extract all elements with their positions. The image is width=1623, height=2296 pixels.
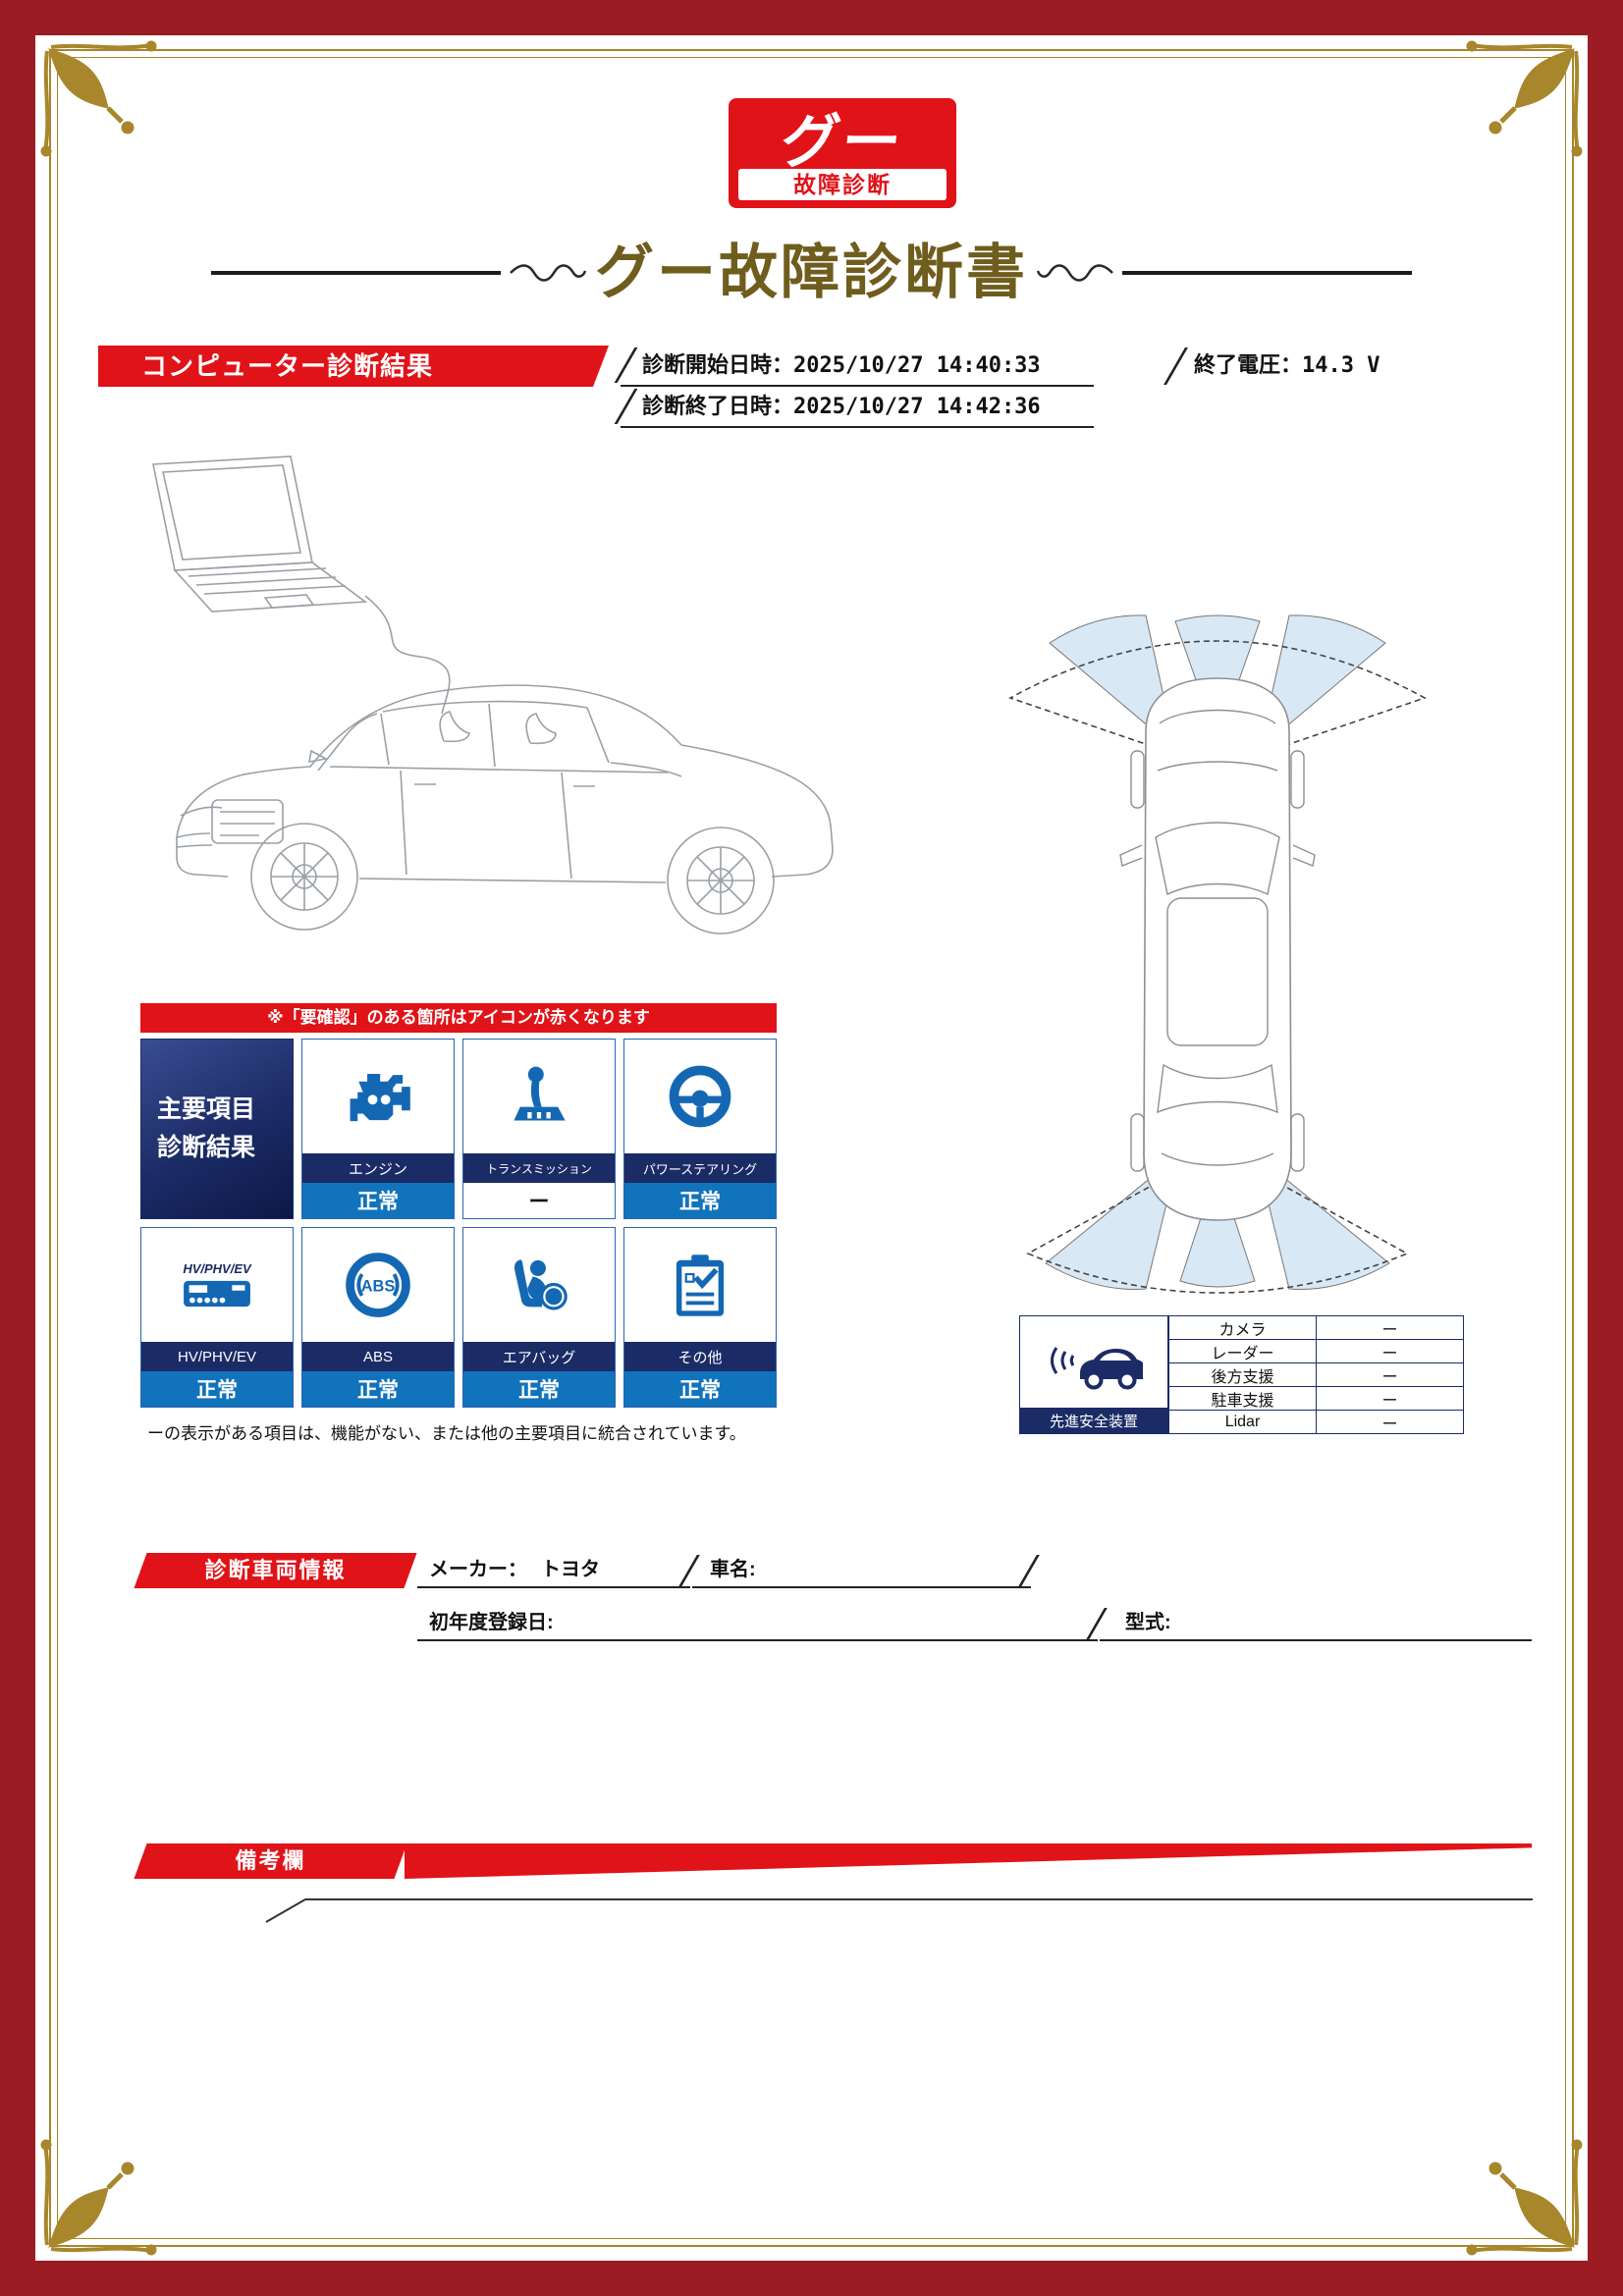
safety-row-name: 後方支援 <box>1169 1363 1317 1387</box>
item-status: 正常 <box>302 1371 454 1407</box>
item-label: パワーステアリング <box>624 1153 776 1183</box>
remarks-banner: 備考欄 <box>134 1843 407 1879</box>
safety-row-name: Lidar <box>1169 1411 1317 1434</box>
safety-row-value: ー <box>1317 1363 1464 1387</box>
transmission-icon <box>514 1066 566 1121</box>
item-status: 正常 <box>302 1183 454 1218</box>
safety-devices-table: カメラ ー レーダー ー 後方支援 ー 駐車支援 ー Lidar ー <box>1168 1315 1464 1434</box>
corner-ornament-icon <box>1466 2139 1583 2256</box>
safety-row-value: ー <box>1317 1316 1464 1340</box>
item-label: トランスミッション <box>463 1153 615 1183</box>
corner-ornament-icon <box>1466 40 1583 157</box>
diagnostic-item-airbag: エアバッグ 正常 <box>462 1227 616 1408</box>
item-status: ー <box>463 1183 615 1218</box>
safety-row-name: レーダー <box>1169 1340 1317 1363</box>
summary-box: 主要項目 診断結果 <box>140 1039 294 1219</box>
vehicle-info-banner-label: 診断車両情報 <box>204 1558 347 1582</box>
sensor-coverage-illustration <box>1008 614 1427 1294</box>
item-status: 正常 <box>141 1371 293 1407</box>
hv-unit-icon <box>184 1280 250 1308</box>
diagnostic-item-power-steering: パワーステアリング 正常 <box>623 1039 777 1219</box>
diagnostic-grid: 主要項目 診断結果 エンジン 正常 <box>140 1039 777 1408</box>
item-label: HV/PHV/EV <box>141 1342 293 1371</box>
item-label: エアバッグ <box>463 1342 615 1371</box>
item-label: その他 <box>624 1342 776 1371</box>
flourish-icon <box>510 264 587 282</box>
diagnosis-start-row: 診断開始日時：2025/10/27 14:40:33 <box>614 346 1094 387</box>
vehicle-info-banner: 診断車両情報 <box>134 1553 417 1588</box>
airbag-icon <box>514 1259 568 1310</box>
end-voltage-label: 終了電圧： <box>1194 352 1303 377</box>
goo-logo-subtitle: 故障診断 <box>738 169 947 200</box>
summary-line2: 診断結果 <box>157 1134 256 1161</box>
maker-field: メーカー： トヨタ <box>417 1553 690 1588</box>
diagnosis-end-value: 2025/10/27 14:42:36 <box>793 395 1041 419</box>
car-name-field: 車名: <box>692 1553 1031 1588</box>
title-rule-left <box>211 271 501 275</box>
registration-label: 初年度登録日: <box>429 1612 554 1633</box>
engine-icon <box>350 1074 410 1122</box>
diagnosis-start-label: 診断開始日時： <box>642 352 794 377</box>
page-title: グー故障診断書 <box>595 240 1028 305</box>
checklist-icon <box>676 1255 725 1316</box>
steering-wheel-icon <box>669 1065 731 1128</box>
diagnosis-end-row: 診断終了日時：2025/10/27 14:42:36 <box>614 387 1094 428</box>
model-field: 型式: <box>1100 1606 1532 1641</box>
safety-row-name: 駐車支援 <box>1169 1387 1317 1411</box>
diagnostic-item-hv: HV/PHV/EV HV/PHV/EV 正常 <box>140 1227 294 1408</box>
diagnosis-end-label: 診断終了日時： <box>642 394 794 418</box>
svg-text:ABS: ABS <box>361 1278 396 1296</box>
diagnostic-car-illustration <box>152 455 834 934</box>
car-name-label: 車名: <box>710 1559 756 1580</box>
safety-row-name: カメラ <box>1169 1316 1317 1340</box>
item-label: ABS <box>302 1342 454 1371</box>
safety-devices-label: 先進安全装置 <box>1020 1408 1167 1433</box>
abs-icon: ABS <box>346 1253 410 1317</box>
goo-logo-text: グー <box>777 109 906 175</box>
report-title-row: グー故障診断書 <box>0 243 1623 302</box>
safety-row-value: ー <box>1317 1411 1464 1434</box>
remarks-banner-label: 備考欄 <box>235 1848 306 1873</box>
model-label: 型式: <box>1125 1612 1171 1633</box>
summary-line1: 主要項目 <box>157 1095 256 1124</box>
hv-icon-text: HV/PHV/EV <box>183 1261 251 1276</box>
item-status: 正常 <box>463 1371 615 1407</box>
safety-devices-cell: 先進安全装置 <box>1019 1315 1168 1434</box>
maker-label: メーカー： <box>429 1559 527 1580</box>
safety-row-value: ー <box>1317 1340 1464 1363</box>
maker-value: トヨタ <box>541 1559 600 1580</box>
item-label: エンジン <box>302 1153 454 1183</box>
diagnostic-item-engine: エンジン 正常 <box>301 1039 455 1219</box>
remarks-line <box>265 1898 1533 1923</box>
safety-car-icon <box>1051 1346 1143 1389</box>
title-rule-right <box>1122 271 1412 275</box>
warning-note-bar: ※「要確認」のある箇所はアイコンが赤くなります <box>140 1003 777 1033</box>
report-sheet <box>35 35 1588 2261</box>
dash-explanation-note: ーの表示がある項目は、機能がない、または他の主要項目に統合されています。 <box>147 1424 746 1443</box>
item-status: 正常 <box>624 1371 776 1407</box>
computer-diagnosis-banner: コンピューター診断結果 <box>98 346 609 387</box>
safety-devices-widget: 先進安全装置 カメラ ー レーダー ー 後方支援 ー 駐車支援 ー Lidar … <box>1019 1315 1464 1434</box>
diagnostic-item-other: その他 正常 <box>623 1227 777 1408</box>
corner-ornament-icon <box>40 2139 157 2256</box>
registration-field: 初年度登録日: <box>417 1606 1098 1641</box>
corner-ornament-icon <box>40 40 157 157</box>
end-voltage: 終了電圧：14.3 V <box>1194 346 1380 387</box>
diagnosis-start-value: 2025/10/27 14:40:33 <box>793 353 1041 378</box>
safety-row-value: ー <box>1317 1387 1464 1411</box>
end-voltage-value: 14.3 V <box>1302 353 1380 378</box>
flourish-icon <box>1036 264 1113 282</box>
diagnostic-item-transmission: トランスミッション ー <box>462 1039 616 1219</box>
diagnostic-item-abs: ABS ABS 正常 <box>301 1227 455 1408</box>
item-status: 正常 <box>624 1183 776 1218</box>
goo-logo: グー 故障診断 <box>729 98 956 208</box>
